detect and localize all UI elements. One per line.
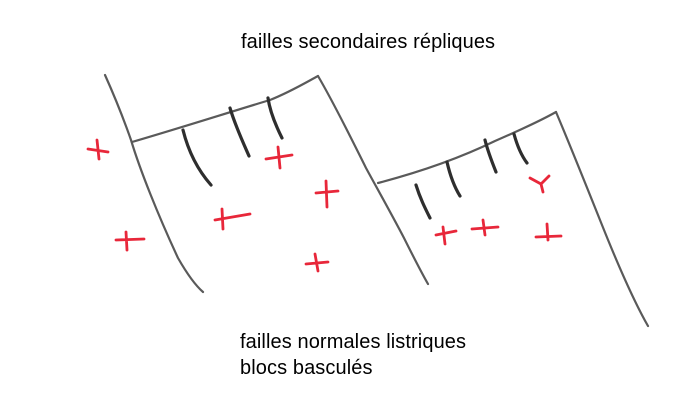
listric-fault-left	[103, 73, 205, 294]
secondary-fault	[181, 128, 213, 187]
aftershock-marks	[86, 138, 563, 273]
aftershock-cross	[434, 225, 458, 246]
aftershock-cross	[534, 222, 563, 242]
aftershock-cross	[304, 252, 330, 273]
listric-normal-faults-label: failles normales listriques	[240, 331, 467, 353]
secondary-fault	[414, 183, 432, 220]
aftershock-cross	[86, 138, 110, 161]
aftershock-cross	[470, 218, 500, 237]
aftershock-cross	[314, 179, 340, 209]
tilted-block-top-left	[130, 74, 320, 144]
secondary-fault	[228, 106, 251, 158]
tilted-blocks-label: blocs basculés	[240, 357, 373, 379]
listric-fault-middle	[316, 74, 430, 286]
aftershock-cross	[114, 230, 146, 252]
aftershock-cross	[213, 207, 252, 231]
secondary-fault	[445, 160, 462, 198]
secondary-faults-aftershocks-label: failles secondaires répliques	[241, 31, 496, 53]
secondary-fault	[266, 96, 284, 140]
listric-fault-right	[554, 110, 650, 328]
tilted-block-top-right	[376, 110, 558, 185]
aftershock-cross	[264, 145, 294, 170]
secondary-fault	[483, 138, 498, 174]
aftershock-cross	[528, 174, 551, 194]
secondary-fault	[512, 132, 529, 165]
